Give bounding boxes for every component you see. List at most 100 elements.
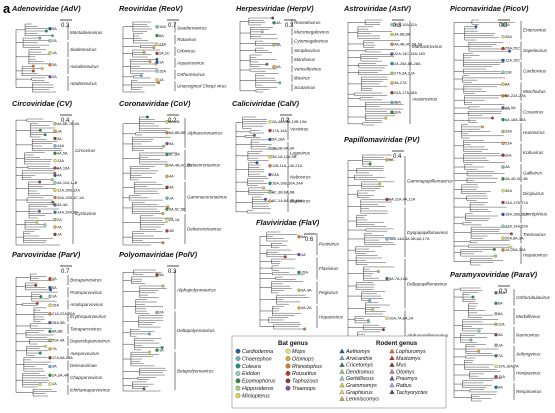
tip-marker	[297, 235, 301, 239]
figure-panel-label: a	[3, 1, 11, 16]
tip-label: 13A,17B,17A	[505, 200, 528, 205]
legend-rodent-swatch	[339, 355, 345, 360]
tree	[122, 269, 167, 392]
tip-marker	[501, 165, 505, 169]
legend-rodent-label: Mus	[396, 363, 406, 369]
legend-rodent-label: Gerbilliscus	[346, 376, 374, 382]
host-marker	[271, 16, 275, 20]
clade-name: Alphacoronavirus	[186, 131, 223, 136]
tip-marker	[165, 174, 169, 178]
legend-rodent-label: Lemniscomys	[346, 397, 379, 403]
legend-bat-label: Rhinolophus	[292, 364, 322, 370]
tip-label: 8A	[505, 81, 510, 86]
panel-reov: Reoviridae (ReoV)0.710A6A13A2A,2C1A15A1A…	[119, 4, 227, 93]
tip-marker	[155, 51, 159, 55]
clade-name: Mischivirus	[523, 89, 546, 94]
tip-label: 5A,18A	[272, 137, 285, 142]
host-marker	[50, 178, 54, 182]
tip-marker	[494, 322, 498, 326]
host-marker	[303, 327, 307, 331]
clade-name: Jeilongvirus	[515, 351, 541, 356]
panel-poliv: Polyomaviridae (PolV)0.35A2A1AAlphapolyo…	[119, 250, 217, 392]
tip-marker	[390, 61, 394, 66]
tip-marker	[494, 364, 498, 368]
tip-marker	[501, 236, 505, 240]
legend-bat-label: Chaerephon	[242, 356, 272, 362]
host-marker	[492, 247, 496, 251]
tip-marker	[390, 32, 394, 37]
tip-label: 4A,4D,4C,4B	[505, 176, 528, 181]
legend-bat-swatch	[285, 378, 291, 384]
legend-rodent-label: Graphiurus	[346, 390, 373, 396]
tip-label: 23A	[505, 141, 512, 146]
panel-parav: Paramyxoviridae (ParaV)0.310A6A8A11A3A1A…	[450, 270, 551, 402]
legend-bat-swatch	[285, 348, 291, 354]
legend-rodent-label: Cricetomys	[346, 363, 373, 369]
tip-label: 3A	[389, 157, 394, 162]
tip-label: 15A	[301, 270, 308, 275]
scale-label: 0.7	[168, 23, 177, 29]
tip-label: 2A,2C	[159, 51, 170, 56]
tip-marker	[268, 172, 272, 177]
legend-rodent-swatch	[339, 368, 345, 374]
legend-rodent-swatch	[389, 375, 395, 381]
host-marker	[381, 328, 385, 332]
panel-cv: Circoviridae (CV)0.44A,6B,7B,6A1A3A14A4A…	[12, 99, 97, 246]
host-marker	[148, 350, 152, 354]
clade-name: Morbillivirus	[516, 314, 541, 319]
tip-label: 10A	[159, 24, 166, 29]
tip-marker	[48, 285, 52, 290]
tip-label: 13A	[57, 158, 64, 163]
clade-name: Lagovirus	[290, 151, 311, 156]
host-marker	[43, 133, 47, 137]
clade-labels: EnterovirusSapelovirusCardiovirusMischiv…	[520, 21, 548, 264]
host-marker	[44, 344, 48, 348]
tip-marker	[501, 177, 505, 181]
clade-name: Scutavirus	[294, 85, 316, 90]
tip-marker	[53, 195, 57, 200]
tip-label: 11A	[505, 152, 512, 157]
clade-name: Roseolovirus	[294, 20, 321, 25]
tip-label: 1A	[159, 347, 164, 352]
panel-title: Herpesviridae (HerpV)	[236, 4, 314, 13]
tip-marker	[53, 166, 57, 170]
tip-marker	[501, 153, 505, 157]
tip-marker	[53, 129, 57, 133]
legend-bat-label: Otomops	[292, 356, 314, 362]
tip-label: 5A,5C,5B	[169, 206, 186, 211]
clade-name: Vesivirus	[290, 127, 309, 132]
host-marker	[152, 46, 156, 50]
clade-name: Tetraparvovirus	[70, 326, 102, 331]
tip-marker	[53, 210, 57, 214]
clade-labels: OrthorubulavirusMorbillivirusNarmovirusJ…	[513, 289, 551, 400]
clade-name: Protoparvovirus	[70, 290, 103, 295]
tip-marker	[494, 312, 498, 316]
tip-marker	[53, 203, 57, 207]
tip-marker	[53, 188, 57, 192]
legend-rodent-swatch	[389, 362, 395, 367]
tip-marker	[165, 229, 169, 233]
legend-bat-swatch	[235, 363, 241, 369]
host-marker	[43, 223, 47, 227]
tip-marker	[268, 146, 272, 150]
clade-name: Avastrovirus	[411, 96, 438, 101]
tip-marker	[494, 354, 498, 358]
tip-marker	[385, 158, 389, 162]
clade-name: Nebovirus	[290, 175, 311, 180]
host-marker	[265, 62, 269, 66]
tip-label: 4A,6B,7B,6A	[57, 121, 80, 126]
legend-rodent-label: Dendromus	[346, 369, 374, 375]
tip-label: 10A,7A,8A,2A	[389, 315, 414, 320]
clade-name: Hunnivirus	[523, 130, 545, 135]
tip-marker	[385, 316, 389, 320]
scale-label: 0.4	[61, 118, 70, 124]
tip-labels: 7A26A25A,25C12A,15C11B8A9A,22A,27A4A,5A6…	[501, 22, 528, 252]
panel-title: Parvoviridae (ParV)	[12, 250, 81, 259]
tip-label: 19A,10A,12A	[394, 22, 417, 27]
tip-marker	[494, 343, 498, 347]
legend-rodent-swatch	[339, 382, 345, 388]
host-marker	[368, 162, 372, 166]
